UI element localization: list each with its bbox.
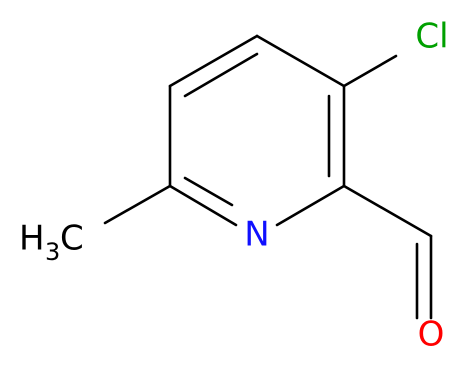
bond-n-c2-inner [183, 176, 234, 207]
bond-c2-methyl [103, 184, 172, 225]
nitrogen-atom-label: N [244, 215, 269, 255]
bond-c3-cho [342, 184, 433, 238]
oxygen-atom-label: O [418, 315, 445, 355]
methyl-hydrogen-label: H [19, 219, 45, 259]
bond-c6-c5-inner [183, 52, 259, 98]
bond-c5-c4-outer [255, 34, 346, 88]
bond-c6-c5 [168, 34, 259, 88]
bond-c3-n [275, 184, 346, 227]
bond-n-c2 [168, 184, 238, 227]
chlorine-atom-label: Cl [415, 17, 448, 57]
methyl-subscript-label: 3 [45, 238, 60, 266]
methyl-carbon-label: C [60, 219, 84, 259]
bond-c4-cl [342, 54, 398, 88]
methyl-group-label: H 3 C [19, 219, 84, 267]
